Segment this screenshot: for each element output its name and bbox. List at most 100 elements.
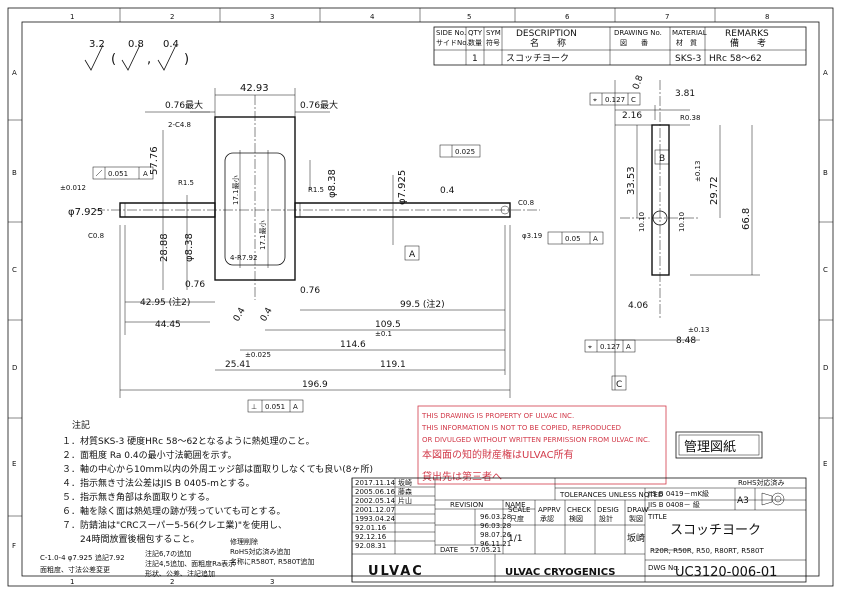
dim-c0-8-right: C0.8	[518, 199, 534, 207]
dim-phi-7925-right: φ7.925	[397, 170, 408, 205]
dim-57-76: 57.76	[149, 146, 160, 175]
row-remarks: HRc 58～62	[709, 54, 762, 64]
grid-col-1-bottom: 1	[70, 578, 74, 586]
grid-row-c-right: C	[823, 266, 828, 274]
dim-17-1-min-a: 17.1最小	[231, 175, 240, 205]
grid-row-a: A	[12, 69, 17, 77]
hdr-side-no-jp: サイドNo.	[436, 39, 469, 47]
dim-33-53: 33.53	[626, 166, 637, 195]
dim-0-76-max-left: 0.76最大	[165, 99, 203, 111]
grid-ticks	[8, 8, 833, 517]
hdr-drawing-no-jp: 図 番	[620, 39, 648, 47]
hdr-qty: QTY	[468, 29, 483, 37]
jis-2: JIS B 0408－ 級	[647, 500, 700, 509]
tol-pm0025: ±0.025	[245, 351, 271, 359]
grid-col-6: 6	[565, 13, 570, 21]
rev-date-3: 2001.12.07	[355, 506, 395, 514]
note-2: ２．面粗度 Ra 0.4の最小寸法範囲を示す。	[62, 449, 237, 461]
dim-42-93: 42.93	[240, 83, 269, 94]
grid-col-3: 3	[270, 13, 274, 21]
row-qty: 1	[472, 54, 478, 64]
control-stamp: 管理図紙	[675, 431, 763, 459]
dim-roughness-0-4-a: 0.4	[232, 306, 248, 324]
part-side-view	[614, 80, 760, 390]
desig-label: DESIG	[597, 506, 619, 514]
scale-label-jp: 尺度	[510, 514, 524, 523]
fcf-side-top-datum: C	[631, 96, 636, 104]
apprv-label: APPRV	[538, 506, 561, 514]
rev-name-0: 坂崎	[398, 478, 412, 487]
tolerances-label: TOLERANCES UNLESS NOTED	[559, 491, 663, 499]
company-logo-cryogenics: ULVAC CRYOGENICS	[505, 567, 615, 578]
fcf-side-bottom-value: 0.127	[600, 343, 620, 351]
svg-text:⌖: ⌖	[588, 343, 592, 351]
dim-114-6: 114.6	[340, 340, 366, 350]
svg-text:(: (	[111, 52, 116, 67]
rev-date-0: 2017.11.14	[355, 479, 396, 487]
dim-8-48: 8.48	[676, 336, 696, 346]
draw-label: DRAW	[627, 506, 648, 514]
rev-note-6: 修理削除	[230, 537, 258, 546]
hdr-desc-jp: 名 称	[530, 37, 566, 49]
roughness-3-2: 3.2	[89, 39, 105, 50]
svg-text:,: ,	[147, 52, 151, 67]
paper-size: A3	[737, 496, 749, 506]
dim-2-16: 2.16	[622, 111, 642, 121]
note-1: １．材質SKS-3 硬度HRc 58～62となるように熱処理のこと。	[62, 435, 315, 447]
dim-0-76-left: 0.76	[185, 280, 205, 290]
dim-44-45: 44.45	[155, 320, 181, 330]
dim-4-06: 4.06	[628, 301, 648, 311]
notes-title: 注記	[72, 419, 90, 431]
dim-r1-5-right: R1.5	[308, 186, 324, 194]
rev-date-1: 2005.06.16	[355, 488, 396, 496]
note-7b: 24時間放置後梱包すること。	[80, 533, 199, 545]
inner-border	[21, 21, 820, 577]
grid-row-b: B	[12, 169, 17, 177]
dwg-no-value: UC3120-006-01	[675, 565, 777, 580]
dim-17-1-min-b: 17.1最小	[258, 220, 267, 250]
fcf-perpendicularity: ⊥ 0.051 A	[247, 399, 304, 413]
hdr-material-jp: 材 質	[676, 38, 697, 47]
drawing-title: スコッチヨーク	[670, 523, 761, 538]
check-label-jp: 検図	[569, 514, 583, 523]
row-material: SKS-3	[675, 54, 701, 64]
roughness-0-4: 0.4	[163, 39, 179, 50]
fcf-left-datum: A	[143, 170, 148, 178]
dim-109-5: 109.5	[375, 320, 401, 330]
datum-a-label: A	[409, 250, 416, 260]
part-main-view	[95, 95, 540, 300]
grid-col-1: 1	[70, 13, 74, 21]
drawn-by: 坂崎	[627, 532, 645, 544]
rev-date-b: 96.03.28	[480, 522, 511, 530]
rev-name-2: 片山	[398, 496, 412, 505]
fcf-side-position-bottom: ⌖ 0.127 A	[584, 339, 636, 353]
svg-text:): )	[184, 52, 189, 67]
tol-pm0-13-bottom: ±0.13	[688, 326, 709, 334]
dim-119-1: 119.1	[380, 360, 406, 370]
dim-99-5: 99.5 (注2)	[400, 298, 445, 310]
fcf-runout-left: 0.051 A	[92, 166, 154, 180]
stamp-line-1: THIS DRAWING IS PROPERTY OF ULVAC INC.	[421, 412, 574, 420]
grid-col-4: 4	[370, 13, 375, 21]
grid-row-b-right: B	[823, 169, 828, 177]
rev-note-3: 注記6,7の追加	[145, 549, 191, 558]
check-label: CHECK	[567, 506, 591, 514]
rev-note-7: RoHS対応済み追加	[230, 547, 291, 556]
dim-phi-8-38-right: φ8.38	[327, 169, 338, 198]
note-3: ３．軸の中心から10mm以内の外周エッジ部は面取りしなくても良い(8ヶ所)	[62, 463, 373, 475]
fcf-position-datum: A	[593, 235, 598, 243]
main-dimension-lines	[119, 88, 511, 398]
stamp-line-6: 貸出先は第三者へ	[422, 470, 502, 483]
grid-row-e-right: E	[823, 460, 827, 468]
grid-col-2-bottom: 2	[170, 578, 174, 586]
rev-date-c: 98.07.26	[480, 531, 512, 539]
name-label: NAME	[505, 501, 526, 509]
grid-row-d-right: D	[823, 364, 828, 372]
grid-row-f: F	[12, 542, 16, 550]
fcf-perp-datum: A	[293, 403, 298, 411]
dim-phi-3-19: φ3.19	[522, 232, 542, 240]
dim-phi-7925-left: φ7.925	[68, 207, 103, 218]
dim-42-95: 42.95 (注2)	[140, 296, 190, 308]
